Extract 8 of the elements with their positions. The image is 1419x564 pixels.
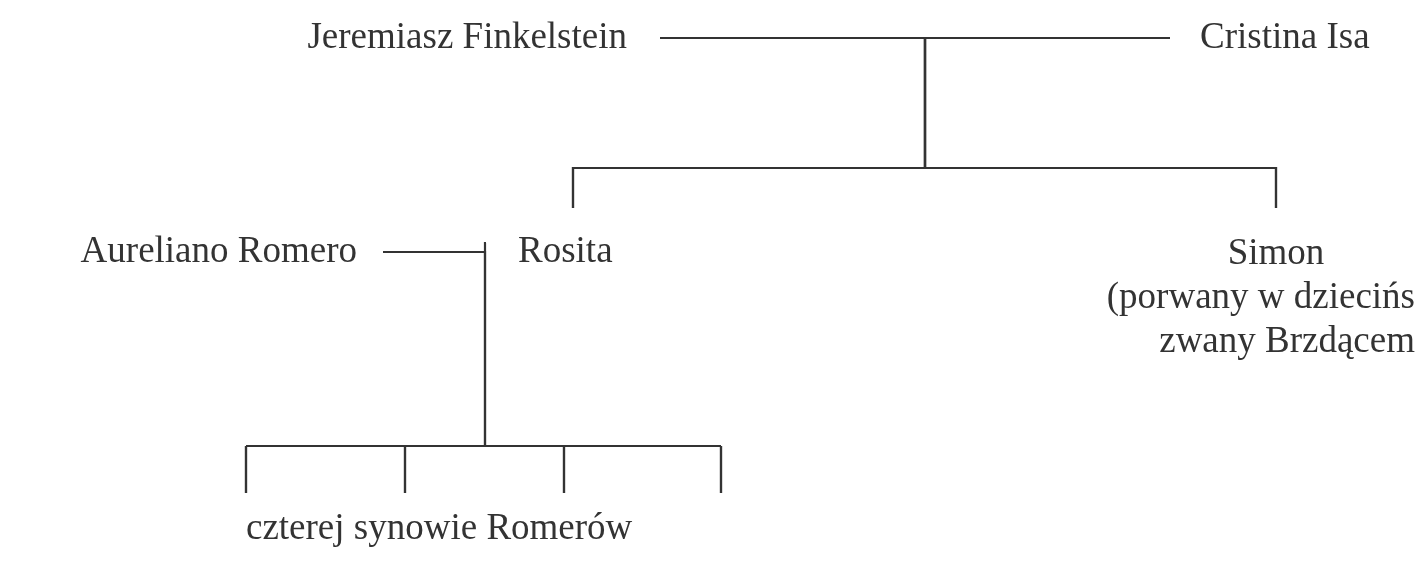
- family-tree-line: [923, 36, 1278, 208]
- person-name: Jeremiasz Finkelstein: [306, 14, 627, 58]
- person-name: Aureliano Romero: [79, 228, 357, 272]
- person-name: Cristina Isa: [1200, 14, 1371, 58]
- person-note: (porwany w dziecińs zwany Brzdącem: [1105, 274, 1415, 362]
- person-name: czterej synowie Romerów: [246, 505, 634, 549]
- person-name: Simon: [1226, 230, 1326, 274]
- person-name: Rosita: [518, 228, 614, 272]
